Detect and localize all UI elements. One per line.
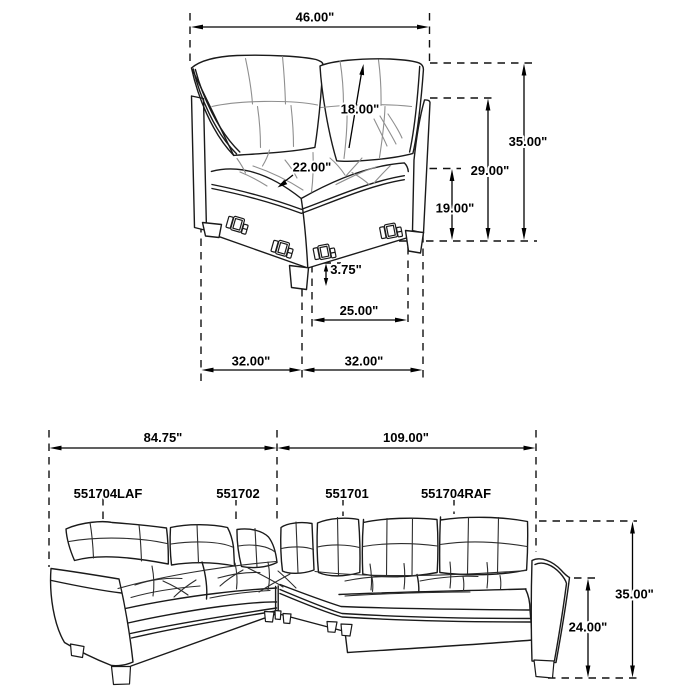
svg-text:3.75": 3.75": [330, 262, 361, 277]
svg-text:551704RAF: 551704RAF: [421, 486, 491, 501]
svg-text:551704LAF: 551704LAF: [74, 486, 143, 501]
svg-text:551702: 551702: [216, 486, 259, 501]
svg-text:109.00": 109.00": [383, 430, 429, 445]
svg-text:25.00": 25.00": [340, 303, 379, 318]
svg-text:32.00": 32.00": [345, 354, 384, 369]
svg-text:19.00": 19.00": [436, 201, 475, 216]
svg-text:24.00": 24.00": [569, 620, 608, 635]
svg-text:18.00": 18.00": [341, 102, 380, 117]
svg-text:35.00": 35.00": [615, 587, 654, 602]
svg-text:35.00": 35.00": [509, 134, 548, 149]
svg-text:22.00": 22.00": [293, 160, 332, 175]
svg-text:551701: 551701: [325, 486, 368, 501]
svg-text:46.00": 46.00": [296, 10, 335, 25]
svg-text:29.00": 29.00": [471, 163, 510, 178]
svg-text:32.00": 32.00": [232, 354, 271, 369]
svg-text:84.75": 84.75": [144, 430, 183, 445]
